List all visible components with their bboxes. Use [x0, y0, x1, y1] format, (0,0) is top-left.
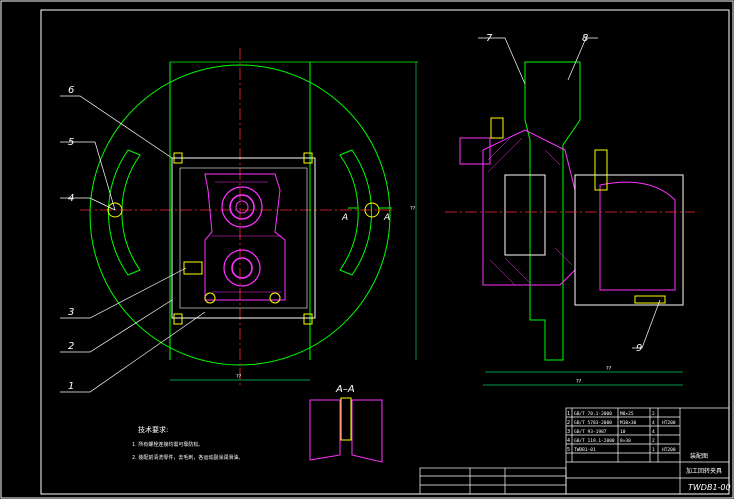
label-7: 7 — [486, 33, 493, 44]
inner-border — [40, 9, 730, 495]
bom-table: 1 GB/T 70.1-2000 M8×25 2 2 GB/T 5783-200… — [567, 411, 676, 453]
bom-row-3-qty: 4 — [652, 429, 655, 435]
upper-gear — [221, 186, 263, 228]
side-spindle — [504, 174, 546, 256]
hatch-lines — [487, 137, 573, 286]
notes-item-1: 1. 所有螺栓连接均需可靠防松。 — [132, 441, 203, 448]
label-6: 6 — [68, 85, 74, 96]
bom-row-4-name: 8×30 — [620, 438, 631, 444]
slot-right — [339, 149, 372, 276]
bom-row-2-name: M10×30 — [620, 420, 637, 426]
section-marker-right: A — [383, 213, 390, 223]
technical-notes: 技术要求: 1. 所有螺栓连接均需可靠防松。 2. 装配前清洗零件，去毛刺，各运… — [132, 425, 243, 461]
dim-side-height-value: ?? — [606, 366, 612, 372]
side-bolt-bottom — [634, 295, 666, 304]
lower-gear-bore — [231, 257, 253, 279]
bom-row-1-no: 1 — [567, 411, 570, 417]
side-housing-hatch — [482, 129, 576, 286]
label-5: 5 — [68, 137, 74, 148]
bom-row-1-code: GB/T 70.1-2000 — [574, 411, 612, 417]
bom-row-3-name: 10 — [620, 429, 626, 435]
section-title: A–A — [335, 384, 355, 395]
dim-side-width-value: ?? — [576, 379, 582, 385]
section-view: A–A — [309, 384, 383, 463]
side-bolt-top — [490, 117, 504, 139]
gearbox-detail — [212, 181, 282, 293]
bom-row-2-material: HT200 — [662, 420, 676, 426]
bom-row-1-qty: 2 — [652, 411, 655, 417]
title-line-2: 加工回转夹具 — [686, 467, 722, 475]
side-fixture-body — [574, 174, 684, 306]
label-2: 2 — [68, 341, 74, 352]
upper-gear-bore — [229, 194, 255, 220]
bom-row-3-code: GB/T 93-1987 — [574, 429, 607, 435]
title-line-1: 装配图 — [690, 452, 708, 460]
label-4: 4 — [68, 193, 74, 204]
bom-row-4-qty: 2 — [652, 438, 655, 444]
bom-row-5-code: TWDB1-01 — [574, 447, 596, 453]
bom-row-1-name: M8×25 — [620, 411, 634, 417]
notes-item-2: 2. 装配前清洗零件，去毛刺，各运动副涂润滑油。 — [132, 454, 243, 461]
title-block — [419, 407, 730, 495]
gearbox-housing — [204, 173, 286, 301]
bom-row-5-no: 5 — [567, 447, 570, 453]
side-column — [524, 61, 581, 361]
section-marker-left: A — [341, 213, 348, 223]
lower-gear — [223, 249, 261, 287]
dim-front-width-value: ?? — [236, 374, 242, 380]
bom-row-5-material: HT200 — [662, 447, 676, 453]
corner-bolts — [173, 152, 313, 325]
label-9: 9 — [636, 343, 642, 354]
slot-left-pin — [107, 202, 123, 218]
bom-row-3-no: 3 — [567, 429, 570, 435]
section-bolt — [340, 397, 352, 441]
side-clamp-top — [459, 137, 491, 165]
front-view: A A ?? ?? — [80, 48, 418, 385]
bom-row-4-code: GB/T 119.1-2000 — [574, 438, 615, 444]
notes-heading: 技术要求: — [138, 425, 168, 434]
label-3: 3 — [68, 307, 74, 318]
label-1: 1 — [68, 381, 74, 392]
section-right-block — [351, 399, 383, 463]
side-fixture-curve — [599, 181, 676, 291]
base-plate-inner — [179, 167, 308, 309]
upper-gear-hub — [235, 200, 249, 214]
side-view: ?? ?? — [445, 61, 695, 386]
base-plate — [171, 157, 316, 319]
side-bolt-mid — [594, 149, 608, 191]
section-left-block — [309, 399, 341, 461]
bom-row-4-no: 4 — [567, 438, 570, 444]
slot-left — [108, 149, 141, 276]
slot-right-pin — [364, 202, 380, 218]
bom-row-2-qty: 4 — [652, 420, 655, 426]
bom-row-2-code: GB/T 5783-2000 — [574, 420, 612, 426]
bom-row-2-no: 2 — [567, 420, 570, 426]
label-8: 8 — [582, 33, 588, 44]
bom-row-5-qty: 1 — [652, 447, 655, 453]
dim-front-height-value: ?? — [410, 206, 416, 212]
drawing-number: TWDB1-00 — [688, 483, 731, 492]
leaders — [60, 37, 661, 393]
